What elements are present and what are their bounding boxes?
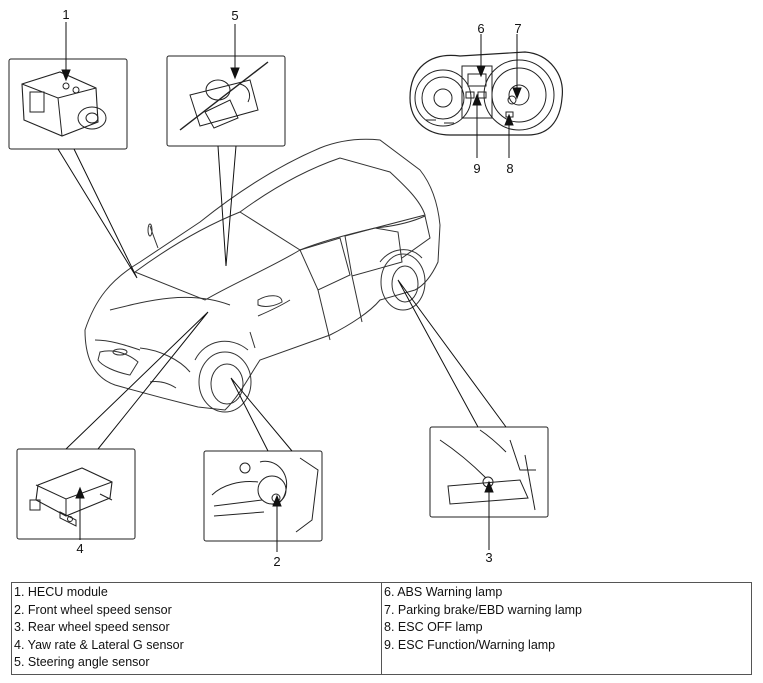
callout-3: 3 <box>485 550 493 565</box>
callout-1: 1 <box>62 7 70 22</box>
yaw-rate-sensor-inset <box>16 448 136 540</box>
legend-item-6: 6. ABS Warning lamp <box>384 585 503 599</box>
callout-6: 6 <box>477 21 485 36</box>
legend-item-1: 1. HECU module <box>14 585 108 599</box>
legend-item-7: 7. Parking brake/EBD warning lamp <box>384 602 583 617</box>
callout-9: 9 <box>473 161 481 176</box>
legend-item-5: 5. Steering angle sensor <box>14 655 150 670</box>
hecu-module-inset <box>8 58 128 150</box>
callout-4: 4 <box>76 541 84 556</box>
callout-8: 8 <box>506 161 514 176</box>
legend-item-2: 2. Front wheel speed sensor <box>14 602 172 617</box>
steering-angle-sensor-inset <box>166 55 286 147</box>
legend-item-4: 4. Yaw rate & Lateral G sensor <box>14 637 184 652</box>
callout-5: 5 <box>231 8 239 23</box>
legend-column-left: 1. HECU module 2. Front wheel speed sens… <box>12 583 381 674</box>
component-location-diagram <box>8 22 563 552</box>
legend-item-8: 8. ESC OFF lamp <box>384 620 483 635</box>
callout-2: 2 <box>273 554 281 569</box>
instrument-cluster <box>409 51 563 136</box>
legend-table: 1. HECU module 2. Front wheel speed sens… <box>11 582 752 675</box>
car-illustration <box>84 138 441 413</box>
legend-item-3: 3. Rear wheel speed sensor <box>14 620 170 635</box>
legend-item-9: 9. ESC Function/Warning lamp <box>384 637 556 652</box>
front-wheel-speed-sensor-inset <box>203 450 323 542</box>
callout-7: 7 <box>514 21 522 36</box>
leader-lines <box>57 22 522 552</box>
legend-column-right: 6. ABS Warning lamp 7. Parking brake/EBD… <box>381 583 751 674</box>
